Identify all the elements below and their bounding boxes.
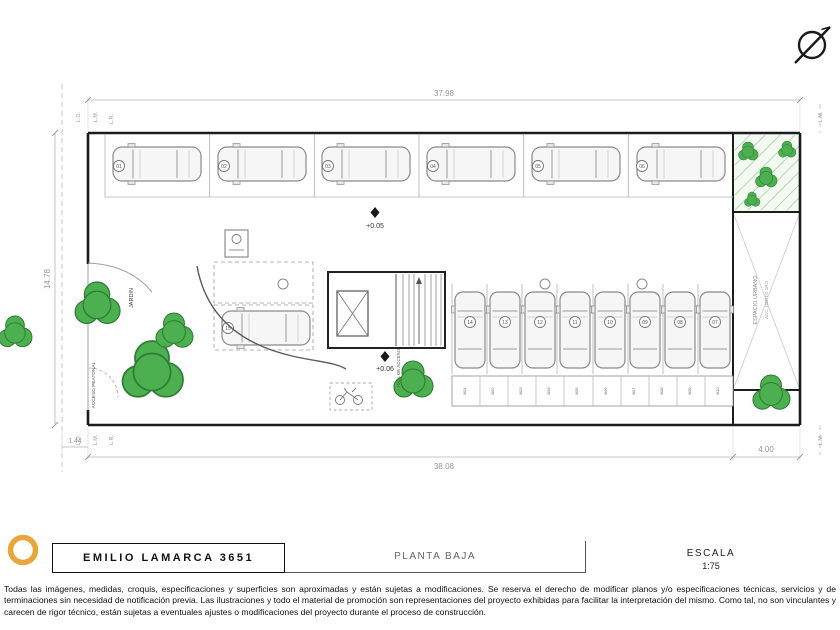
storage-label: B04: [546, 387, 551, 395]
svg-text:L.R.: L.R.: [109, 113, 115, 124]
storage-label: B05: [574, 387, 579, 395]
dim-left-offset: 1.44: [68, 438, 82, 445]
storage-label: B06: [603, 387, 608, 395]
utility-box: [224, 229, 249, 258]
svg-text:L.O.: L.O.: [76, 434, 82, 445]
dim-bottom: 38.08: [434, 462, 455, 471]
svg-text:+0.06: +0.06: [376, 366, 394, 373]
storage-label: B08: [659, 387, 664, 395]
garden-label: JARDIN: [129, 288, 135, 308]
parking-space-number: 02: [221, 164, 227, 170]
level-marker-hall: +0.06: [376, 351, 394, 373]
svg-text:L.M.: L.M.: [93, 111, 99, 122]
stairs: [395, 274, 442, 346]
storage-label: B07: [631, 387, 636, 395]
dim-top: 37.98: [434, 89, 455, 98]
parking-space-number: 15: [225, 326, 231, 332]
plan-title: PLANTA BAJA: [285, 541, 585, 573]
brand-logo: [7, 534, 39, 566]
hall-label: HALL DE ACCESO: [396, 348, 401, 387]
parking-space-number: 03: [325, 164, 331, 170]
parking-space-number: 12: [537, 320, 543, 326]
parking-space-number: 05: [535, 164, 541, 170]
scale-value: 1:75: [702, 561, 720, 571]
door-swing: [88, 367, 119, 398]
svg-text:L.M.: L.M.: [818, 111, 824, 122]
title-block: EMILIO LAMARCA 3651 PLANTA BAJA ESCALA 1…: [0, 527, 840, 573]
storage-label: B02: [490, 387, 495, 395]
parking-space-number: 04: [430, 164, 436, 170]
street-lines: [61, 84, 821, 472]
parking-space-number: 14: [467, 320, 473, 326]
storage-label: B10: [715, 387, 720, 395]
storage-label: B09: [687, 387, 692, 395]
storage-units: B01 B02 B03 B04 B05 B06 B07 B08 B09 B10: [451, 375, 734, 407]
parking-space-number: 11: [572, 320, 577, 326]
parking-space-number: 07: [712, 320, 718, 326]
dim-left: 14.78: [43, 268, 52, 289]
dim-right-width: 4.00: [758, 445, 774, 454]
pedestrian-access-label: ACCESO PEATONAL: [91, 361, 97, 408]
north-arrow-icon: [794, 26, 831, 64]
scale-block: ESCALA 1:75: [586, 548, 836, 573]
svg-text:L.R.: L.R.: [109, 434, 115, 445]
svg-text:L.M.: L.M.: [93, 434, 99, 445]
parking-space-number: 06: [639, 164, 645, 170]
floor-plan-drawing: 37.98 14.78 38.08 4.00 1.44 L.O. L.M. L.…: [0, 26, 831, 472]
parking-space-number: 01: [116, 164, 122, 170]
driveway: [87, 262, 347, 370]
parking-top-stalls: [104, 134, 733, 198]
parking-space-number: 09: [642, 320, 648, 326]
storage-label: B01: [462, 387, 467, 395]
urban-space: ESPACIO URBANO ACC. DEPTO 1RO: [732, 211, 801, 391]
svg-text:+0.05: +0.05: [366, 223, 384, 230]
project-title: EMILIO LAMARCA 3651: [52, 543, 286, 573]
parking-space-numbers-top: [113, 160, 648, 172]
parking-space-number: 08: [677, 320, 683, 326]
title-block-divider: [585, 541, 586, 573]
parking-top-cars: 01 02 03 04 05 06: [112, 142, 726, 186]
disclaimer-text: Todas las imágenes, medidas, croquis, es…: [4, 584, 836, 617]
parking-bottom-cars: 14 13 12 11 10 09 08 07: [450, 291, 735, 369]
parking-space-number: 13: [502, 320, 508, 326]
urban-space-label: ESPACIO URBANO: [753, 275, 759, 325]
urban-space-sublabel: ACC. DEPTO 1RO: [764, 281, 769, 319]
storage-label: B03: [518, 387, 523, 395]
parking-side: 15: [213, 261, 314, 351]
level-marker-entry: +0.05: [366, 207, 384, 230]
scale-label: ESCALA: [686, 548, 736, 559]
svg-text:L.M.: L.M.: [818, 434, 824, 445]
boundary-labels: L.O. L.M. L.R. L.M. L.O. L.M. L.R. L.M.: [76, 111, 824, 445]
parking-bottom-stalls: [451, 284, 699, 374]
svg-text:L.O.: L.O.: [76, 111, 82, 122]
structural-columns: [277, 278, 648, 290]
parking-space-number: 10: [607, 320, 613, 326]
bike-parking: [329, 382, 373, 411]
dimension-lines: 37.98 14.78 38.08 4.00 1.44: [43, 89, 804, 471]
building-core: [327, 271, 446, 349]
